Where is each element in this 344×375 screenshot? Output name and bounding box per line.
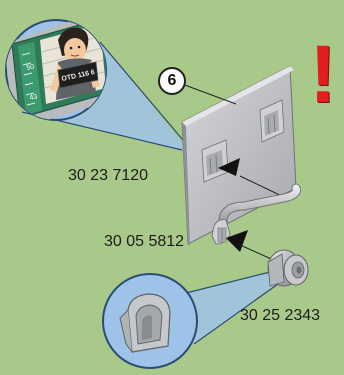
wall-panel — [182, 66, 296, 246]
step-number-badge: 6 — [158, 67, 186, 95]
knob-part — [268, 250, 308, 286]
part-number-knob: 30 25 2343 — [240, 308, 320, 324]
warning-exclamation-icon: ! — [306, 34, 340, 116]
part-number-panel: 30 23 7120 — [68, 168, 148, 184]
clip-detail-callout — [103, 274, 197, 368]
part-number-rod: 30 05 5812 — [104, 234, 184, 250]
